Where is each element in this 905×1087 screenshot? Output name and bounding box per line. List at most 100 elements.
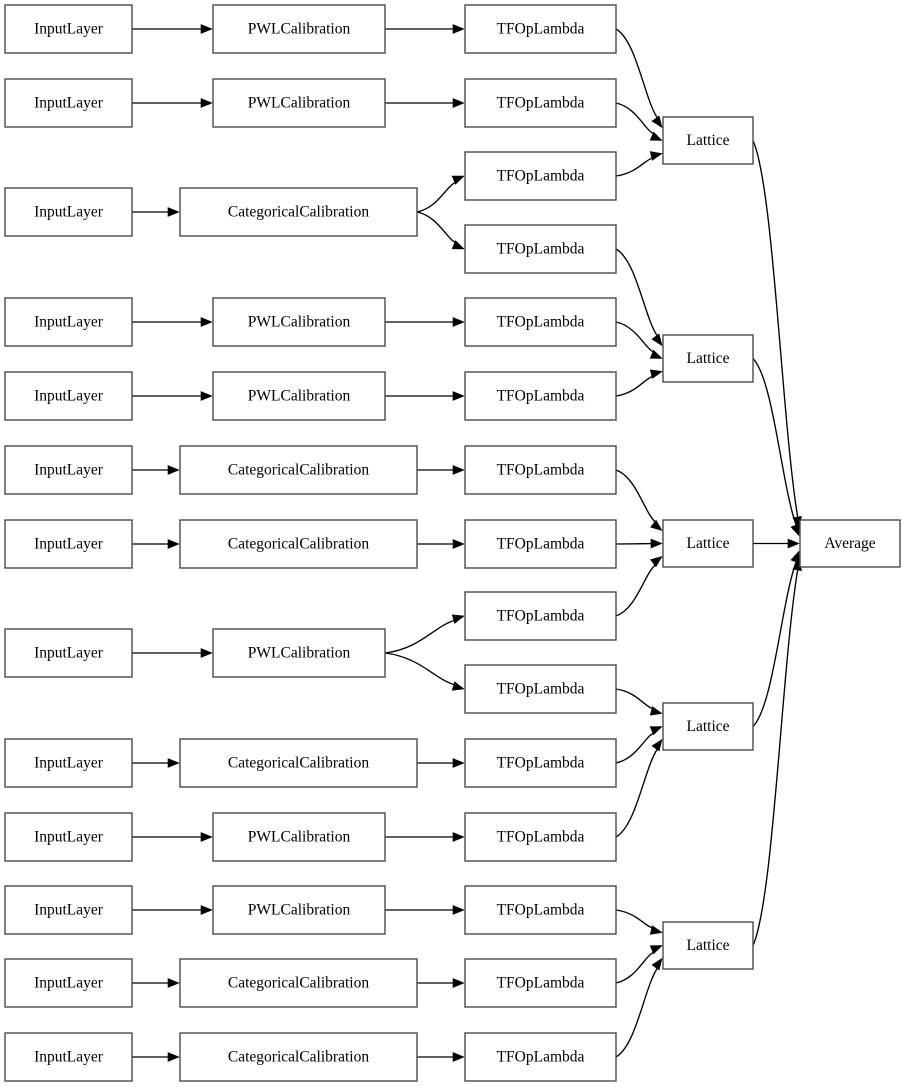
edge-arrowhead: [452, 98, 465, 108]
node-tfoplambda-lam7[interactable]: TFOpLambda: [464, 445, 617, 495]
node-tfoplambda-lam3[interactable]: TFOpLambda: [464, 151, 617, 201]
node-box[interactable]: [464, 297, 617, 347]
node-box[interactable]: [464, 738, 617, 788]
node-categoricalcalibration-cal7[interactable]: CategoricalCalibration: [179, 519, 418, 569]
node-inputlayer-in8[interactable]: InputLayer: [4, 628, 133, 678]
node-box[interactable]: [179, 1032, 418, 1082]
node-box[interactable]: [464, 958, 617, 1008]
node-box[interactable]: [4, 519, 133, 569]
node-inputlayer-in2[interactable]: InputLayer: [4, 78, 133, 128]
node-box[interactable]: [4, 738, 133, 788]
node-box[interactable]: [212, 885, 386, 935]
node-box[interactable]: [662, 116, 754, 165]
node-tfoplambda-lam5[interactable]: TFOpLambda: [464, 297, 617, 347]
node-inputlayer-in4[interactable]: InputLayer: [4, 297, 133, 347]
node-pwlcalibration-cal1[interactable]: PWLCalibration: [212, 4, 386, 54]
node-box[interactable]: [662, 519, 754, 568]
node-box[interactable]: [464, 664, 617, 714]
node-box[interactable]: [799, 519, 901, 568]
node-inputlayer-in5[interactable]: InputLayer: [4, 371, 133, 421]
node-categoricalcalibration-cal13[interactable]: CategoricalCalibration: [179, 1032, 418, 1082]
node-box[interactable]: [464, 151, 617, 201]
node-box[interactable]: [4, 187, 133, 237]
node-box[interactable]: [4, 812, 133, 862]
node-tfoplambda-lam1[interactable]: TFOpLambda: [464, 4, 617, 54]
node-tfoplambda-lam13[interactable]: TFOpLambda: [464, 885, 617, 935]
node-inputlayer-in1[interactable]: InputLayer: [4, 4, 133, 54]
edge-line: [615, 909, 654, 929]
node-tfoplambda-lam15[interactable]: TFOpLambda: [464, 1032, 617, 1082]
node-box[interactable]: [212, 371, 386, 421]
node-box[interactable]: [4, 445, 133, 495]
node-box[interactable]: [662, 334, 754, 383]
node-pwlcalibration-cal10[interactable]: PWLCalibration: [212, 812, 386, 862]
node-tfoplambda-lam9[interactable]: TFOpLambda: [464, 591, 617, 641]
node-box[interactable]: [464, 371, 617, 421]
node-pwlcalibration-cal2[interactable]: PWLCalibration: [212, 78, 386, 128]
node-tfoplambda-lam8[interactable]: TFOpLambda: [464, 519, 617, 569]
node-box[interactable]: [464, 445, 617, 495]
node-lattice-lat1[interactable]: Lattice: [662, 116, 754, 165]
node-inputlayer-in12[interactable]: InputLayer: [4, 958, 133, 1008]
node-lattice-lat5[interactable]: Lattice: [662, 921, 754, 970]
node-inputlayer-in11[interactable]: InputLayer: [4, 885, 133, 935]
edge-arrowhead: [452, 317, 465, 327]
node-lattice-lat3[interactable]: Lattice: [662, 519, 754, 568]
node-box[interactable]: [464, 78, 617, 128]
node-inputlayer-in3[interactable]: InputLayer: [4, 187, 133, 237]
node-pwlcalibration-cal5[interactable]: PWLCalibration: [212, 371, 386, 421]
node-box[interactable]: [464, 224, 617, 274]
node-tfoplambda-lam10[interactable]: TFOpLambda: [464, 664, 617, 714]
node-box[interactable]: [179, 738, 418, 788]
node-inputlayer-in13[interactable]: InputLayer: [4, 1032, 133, 1082]
edge-arrowhead: [649, 706, 663, 716]
node-box[interactable]: [4, 78, 133, 128]
node-box[interactable]: [179, 187, 418, 237]
node-box[interactable]: [212, 628, 386, 678]
node-box[interactable]: [212, 4, 386, 54]
node-box[interactable]: [464, 591, 617, 641]
edge-arrowhead: [452, 465, 465, 475]
node-box[interactable]: [4, 1032, 133, 1082]
node-inputlayer-in10[interactable]: InputLayer: [4, 812, 133, 862]
node-box[interactable]: [179, 445, 418, 495]
node-box[interactable]: [212, 78, 386, 128]
node-lattice-lat4[interactable]: Lattice: [662, 702, 754, 751]
node-box[interactable]: [662, 702, 754, 751]
node-pwlcalibration-cal11[interactable]: PWLCalibration: [212, 885, 386, 935]
node-inputlayer-in9[interactable]: InputLayer: [4, 738, 133, 788]
node-box[interactable]: [464, 885, 617, 935]
node-box[interactable]: [662, 921, 754, 970]
node-pwlcalibration-cal4[interactable]: PWLCalibration: [212, 297, 386, 347]
node-box[interactable]: [212, 297, 386, 347]
node-tfoplambda-lam14[interactable]: TFOpLambda: [464, 958, 617, 1008]
node-tfoplambda-lam2[interactable]: TFOpLambda: [464, 78, 617, 128]
node-box[interactable]: [4, 958, 133, 1008]
node-tfoplambda-lam6[interactable]: TFOpLambda: [464, 371, 617, 421]
node-box[interactable]: [4, 628, 133, 678]
node-average-avg[interactable]: Average: [799, 519, 901, 568]
node-pwlcalibration-cal8[interactable]: PWLCalibration: [212, 628, 386, 678]
node-tfoplambda-lam12[interactable]: TFOpLambda: [464, 812, 617, 862]
node-box[interactable]: [464, 812, 617, 862]
node-box[interactable]: [179, 958, 418, 1008]
node-box[interactable]: [4, 885, 133, 935]
node-inputlayer-in7[interactable]: InputLayer: [4, 519, 133, 569]
node-box[interactable]: [4, 371, 133, 421]
node-categoricalcalibration-cal12[interactable]: CategoricalCalibration: [179, 958, 418, 1008]
node-box[interactable]: [464, 1032, 617, 1082]
node-box[interactable]: [464, 519, 617, 569]
node-lattice-lat2[interactable]: Lattice: [662, 334, 754, 383]
node-box[interactable]: [4, 4, 133, 54]
node-tfoplambda-lam4[interactable]: TFOpLambda: [464, 224, 617, 274]
node-box[interactable]: [179, 519, 418, 569]
node-box[interactable]: [464, 4, 617, 54]
node-categoricalcalibration-cal9[interactable]: CategoricalCalibration: [179, 738, 418, 788]
node-categoricalcalibration-cal3[interactable]: CategoricalCalibration: [179, 187, 418, 237]
node-box[interactable]: [212, 812, 386, 862]
node-tfoplambda-lam11[interactable]: TFOpLambda: [464, 738, 617, 788]
edge-arrowhead: [649, 945, 663, 955]
node-inputlayer-in6[interactable]: InputLayer: [4, 445, 133, 495]
node-categoricalcalibration-cal6[interactable]: CategoricalCalibration: [179, 445, 418, 495]
node-box[interactable]: [4, 297, 133, 347]
